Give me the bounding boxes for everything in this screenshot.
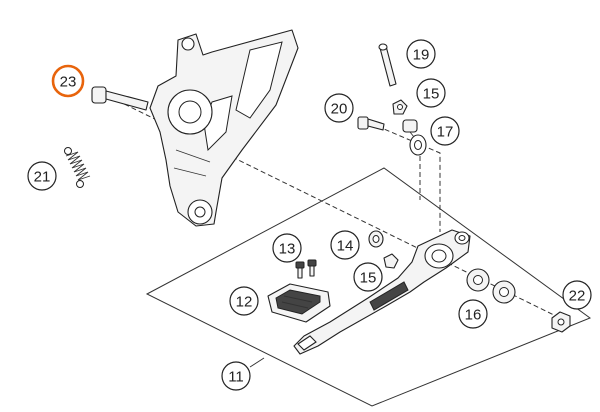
callout-23: 23 xyxy=(51,64,85,98)
part-15-nut-lower xyxy=(383,253,399,269)
part-12-foot-peg xyxy=(267,283,331,323)
part-20-bolt xyxy=(357,116,385,131)
axis-line-bolt xyxy=(369,122,441,232)
part-19-pin xyxy=(378,43,397,87)
callout-14-label: 14 xyxy=(337,238,354,255)
part-16-bearings xyxy=(466,268,516,304)
callout-16: 16 xyxy=(458,299,488,329)
part-14-bushing xyxy=(368,230,384,248)
callout-20-label: 20 xyxy=(331,101,348,118)
callout-17-label: 17 xyxy=(437,124,454,141)
assembly-frame xyxy=(145,167,592,407)
callout-19-label: 19 xyxy=(413,47,430,64)
callout-13: 13 xyxy=(272,233,302,263)
callout-14: 14 xyxy=(330,230,360,260)
callout-13-label: 13 xyxy=(279,241,296,258)
callout-17: 17 xyxy=(430,116,460,146)
callout-22-label: 22 xyxy=(569,288,586,305)
part-21-spring xyxy=(64,147,91,188)
part-22-nut xyxy=(551,311,571,333)
callout-11: 11 xyxy=(221,361,251,391)
callout-15-upper: 15 xyxy=(416,78,446,108)
callout-16-label: 16 xyxy=(465,307,482,324)
callout-20: 20 xyxy=(324,93,354,123)
part-13-screws xyxy=(295,259,317,279)
callout-23-label: 23 xyxy=(60,74,77,91)
callout-21: 21 xyxy=(27,161,57,191)
brake-lever xyxy=(293,229,471,355)
callout-15-lower: 15 xyxy=(353,262,383,292)
part-17-eyelet xyxy=(402,119,427,156)
callout-21-label: 21 xyxy=(34,169,51,186)
leader-11 xyxy=(249,357,265,368)
callout-15-lower-label: 15 xyxy=(360,270,377,287)
callout-19: 19 xyxy=(406,39,436,69)
callout-11-label: 11 xyxy=(228,369,244,386)
part-15-nut-upper xyxy=(392,99,408,115)
callout-12: 12 xyxy=(229,286,259,316)
callout-15-upper-label: 15 xyxy=(423,86,440,103)
callout-22: 22 xyxy=(562,280,592,310)
callout-12-label: 12 xyxy=(236,294,253,311)
footrest-bracket xyxy=(149,29,299,227)
part-23-bolt xyxy=(91,86,149,111)
